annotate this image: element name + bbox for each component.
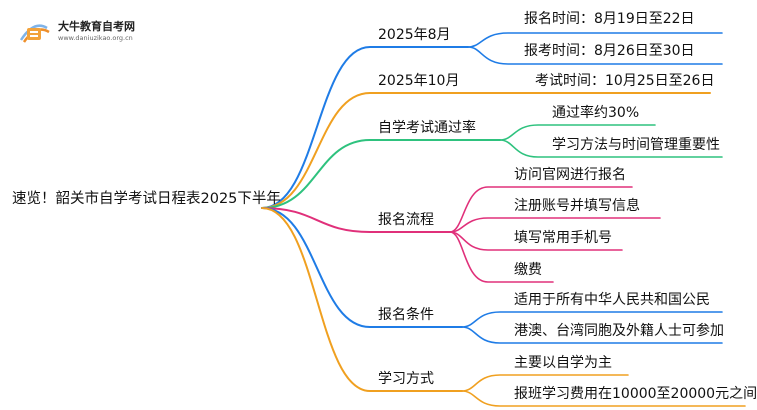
branch-label-aug: 2025年8月 <box>378 27 451 43</box>
leaf-process-pay: 缴费 <box>514 262 542 278</box>
logo-url: www.daniuzikao.org.cn <box>58 34 133 42</box>
book-icon <box>19 24 50 43</box>
leaf-pass-rate: 通过率约30% <box>552 105 640 121</box>
leaf-aug-signup: 报名时间：8月19日至22日 <box>524 11 695 27</box>
connector-leaf-5-1 <box>461 390 746 407</box>
branch-label-oct: 2025年10月 <box>378 73 460 89</box>
leaf-cond-citizens: 适用于所有中华人民共和国公民 <box>514 292 710 308</box>
connector-leaf-2-1 <box>499 139 723 158</box>
leaf-study-method: 学习方法与时间管理重要性 <box>552 137 720 153</box>
leaf-cond-hk-tw: 港澳、台湾同胞及外籍人士可参加 <box>514 323 724 339</box>
leaf-study-self: 主要以自学为主 <box>514 355 612 371</box>
connector-leaf-3-0 <box>449 186 633 233</box>
connector-leaf-0-1 <box>467 46 723 65</box>
connector-leaf-0-0 <box>467 32 723 48</box>
branch-label-conditions: 报名条件 <box>378 307 434 323</box>
connector-leaf-2-0 <box>499 124 656 141</box>
connector-branch-5 <box>261 207 463 392</box>
site-logo: 大牛教育自考网 www.daniuzikao.org.cn <box>10 14 140 48</box>
leaf-aug-register: 报考时间：8月26日至30日 <box>524 43 695 59</box>
connector-branch-0 <box>261 46 469 209</box>
branch-label-process: 报名流程 <box>378 212 434 228</box>
connector-branch-3 <box>261 207 451 233</box>
branch-label-study: 学习方式 <box>378 371 434 387</box>
leaf-process-visit: 访问官网进行报名 <box>514 167 626 183</box>
connector-leaf-5-0 <box>461 374 629 392</box>
leaf-process-register: 注册账号并填写信息 <box>514 198 640 214</box>
connector-branch-1 <box>261 92 711 209</box>
connector-leaf-4-0 <box>461 311 723 328</box>
connector-leaf-4-1 <box>461 326 723 344</box>
connector-leaf-3-3 <box>449 231 554 283</box>
leaf-oct-exam: 考试时间：10月25日至26日 <box>535 73 715 89</box>
connector-branch-4 <box>261 207 463 328</box>
connector-branch-2 <box>261 139 501 209</box>
leaf-study-fee: 报班学习费用在10000至20000元之间 <box>514 386 757 402</box>
root-topic: 速览！韶关市自学考试日程表2025下半年 <box>12 191 281 207</box>
branch-label-pass-rate: 自学考试通过率 <box>378 120 476 136</box>
leaf-process-phone: 填写常用手机号 <box>514 230 612 246</box>
connector-leaf-3-1 <box>449 217 661 233</box>
logo-title: 大牛教育自考网 <box>58 20 135 33</box>
